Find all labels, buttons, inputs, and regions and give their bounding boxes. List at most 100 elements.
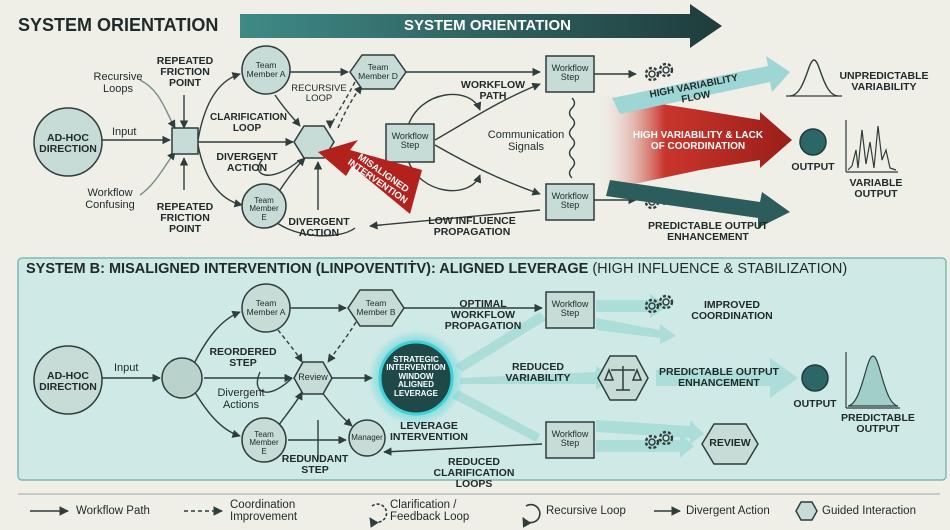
edge-friction-teame <box>197 144 243 208</box>
workflow-step-b-top-label: Workflow Step <box>551 299 589 319</box>
ray-to-wstop <box>455 312 546 372</box>
label-predictable-output-enh-b: PREDICTABLE OUTPUT ENHANCEMENT <box>659 366 779 390</box>
legend-divergent-label: Divergent Action <box>686 505 770 517</box>
label-workflow-path: WORKFLOW PATH <box>460 79 526 103</box>
workflow-step-center-label: Workflow Step <box>391 131 429 151</box>
edge-teama-hex <box>274 94 301 127</box>
legend-recursive-icon <box>522 503 541 528</box>
high-variability-red-funnel <box>596 94 792 192</box>
team-d-label: Team Member D <box>358 62 398 81</box>
workflow-step-center-box <box>385 123 435 163</box>
adhoc-circle-b <box>33 345 103 415</box>
label-clarification-loop: CLARIFICATION LOOP <box>210 112 288 134</box>
team-a-b-circle <box>241 283 291 333</box>
manager-label: Manager <box>351 433 383 442</box>
legend-clarification-icon <box>369 503 388 528</box>
workflow-step-b-top-box <box>545 291 595 329</box>
label-repeated-friction-bottom: REPEATED FRICTION POINT <box>156 201 214 236</box>
ray-to-predictable <box>656 358 798 398</box>
label-divergent-action-2: DIVERGENT ACTION <box>288 216 350 240</box>
review-node-label: Review <box>298 372 328 382</box>
header-banner-arrow <box>240 4 722 48</box>
label-communication-signals: Communication Signals <box>487 129 565 153</box>
edge-b-teamb-review <box>327 321 357 363</box>
ray-to-balance <box>460 366 614 390</box>
label-reduced-clarification: REDUCED CLARIFICATION LOOPS <box>433 456 515 491</box>
label-output-a: OUTPUT <box>791 161 835 173</box>
system-b-title-rest: (HIGH INFLUENCE & STABILIZATION) <box>588 261 848 277</box>
ray-to-improved-2 <box>596 318 676 344</box>
variable-output-chart <box>845 120 898 173</box>
team-e-label: Team Member E <box>249 196 279 222</box>
edge-b-reduced-clar <box>383 443 543 456</box>
label-predictable-output: PREDICTABLE OUTPUT <box>841 412 915 436</box>
label-optimal-workflow: OPTIMAL WORKFLOW PROPAGATION <box>444 298 522 333</box>
label-leverage-intervention: LEVERAGE INTERVENTION <box>390 420 468 444</box>
edge-wf-wstop <box>434 82 541 141</box>
gear-icon <box>644 62 674 82</box>
adhoc-label-a: AD-HOC DIRECTION <box>39 132 97 156</box>
label-predictable-output-enh-a: PREDICTABLE OUTPUT ENHANCEMENT <box>648 220 768 244</box>
team-e-b-label: Team Member E <box>249 430 279 456</box>
predictable-output-chart <box>845 352 900 409</box>
output-circle-b <box>801 364 829 392</box>
adhoc-label-b: AD-HOC DIRECTION <box>39 370 97 394</box>
legend-workflow-path-label: Workflow Path <box>76 505 150 517</box>
edge-hex-teame-loop <box>257 159 301 176</box>
review-hex-label: REVIEW <box>709 437 751 449</box>
label-output-b: OUTPUT <box>793 398 837 410</box>
team-d-hex <box>349 54 407 90</box>
strategic-intervention-circle <box>378 340 454 416</box>
ray-to-gears-bottom <box>596 434 694 458</box>
workflow-step-top-label: Workflow Step <box>551 63 589 83</box>
junction-circle-b <box>161 357 203 399</box>
edge-recursive-loop <box>325 81 356 129</box>
legend-clarification-label: Clarification / Feedback Loop <box>390 499 470 524</box>
system-b-title: SYSTEM B: MISALIGNED INTERVENTION (LINPO… <box>26 261 848 277</box>
edge-b-loop-left <box>256 371 293 393</box>
predictable-output-arrow <box>606 180 790 228</box>
label-recursive-loops: Recursive Loops <box>93 71 143 95</box>
review-hex-b <box>701 423 759 465</box>
workflow-step-b-bottom-label: Workflow Step <box>551 429 589 449</box>
edge-recursive-loop-2 <box>337 85 363 129</box>
review-node-hex <box>293 361 333 395</box>
header-banner-label: SYSTEM ORIENTATION <box>404 17 571 34</box>
center-hex-a <box>293 125 335 159</box>
legend-coordination-label: Coordination Improvement <box>230 499 298 524</box>
label-unpredictable-variability: UNPREDICTABLE VARIABILITY <box>839 70 929 94</box>
strategic-intervention-label: STRATEGIC INTERVENTION WINDOW ALIGNED LE… <box>386 355 446 398</box>
workflow-step-top-box <box>545 55 595 93</box>
team-b-hex <box>347 289 405 327</box>
edge-wf-loop-top <box>407 93 482 127</box>
label-recursive-loop: RECURSIVE LOOP <box>291 83 347 104</box>
edge-recursive-loops <box>139 79 176 129</box>
team-e-b-circle <box>241 417 287 463</box>
system-b-title-bold: SYSTEM B: MISALIGNED INTERVENTION (LINPO… <box>26 261 589 277</box>
team-a-b-label: Team Member A <box>246 298 286 317</box>
label-input-b: Input <box>114 362 139 374</box>
label-repeated-friction-top: REPEATED FRICTION POINT <box>156 55 214 90</box>
page-title: SYSTEM ORIENTATION <box>18 15 219 35</box>
edge-b-review-manager <box>321 391 353 427</box>
team-a-circle <box>241 45 291 95</box>
label-redundant-step: REDUNDANT STEP <box>281 453 349 477</box>
team-b-label: Team Member B <box>356 298 396 317</box>
label-input-a: Input <box>112 126 137 138</box>
ray-to-wsbottom <box>452 390 540 442</box>
manager-circle <box>348 419 386 457</box>
balance-scale-icon <box>603 366 643 391</box>
legend-guided-label: Guided Interaction <box>822 505 916 517</box>
ray-to-review-hex <box>596 420 704 444</box>
team-e-circle <box>241 183 287 229</box>
edge-b-teama-review <box>277 329 303 363</box>
team-a-label: Team Member A <box>246 60 286 79</box>
label-workflow-confusing: Workflow Confusing <box>85 187 135 211</box>
workflow-step-b-bottom-box <box>545 421 595 459</box>
label-reduced-variability: REDUCED VARIABILITY <box>505 361 571 385</box>
edge-b-teame-review <box>277 391 303 427</box>
edge-wf-wsbottom <box>434 144 541 196</box>
edge-comm-wavy <box>568 97 576 179</box>
legend-guided-icon <box>795 501 818 521</box>
